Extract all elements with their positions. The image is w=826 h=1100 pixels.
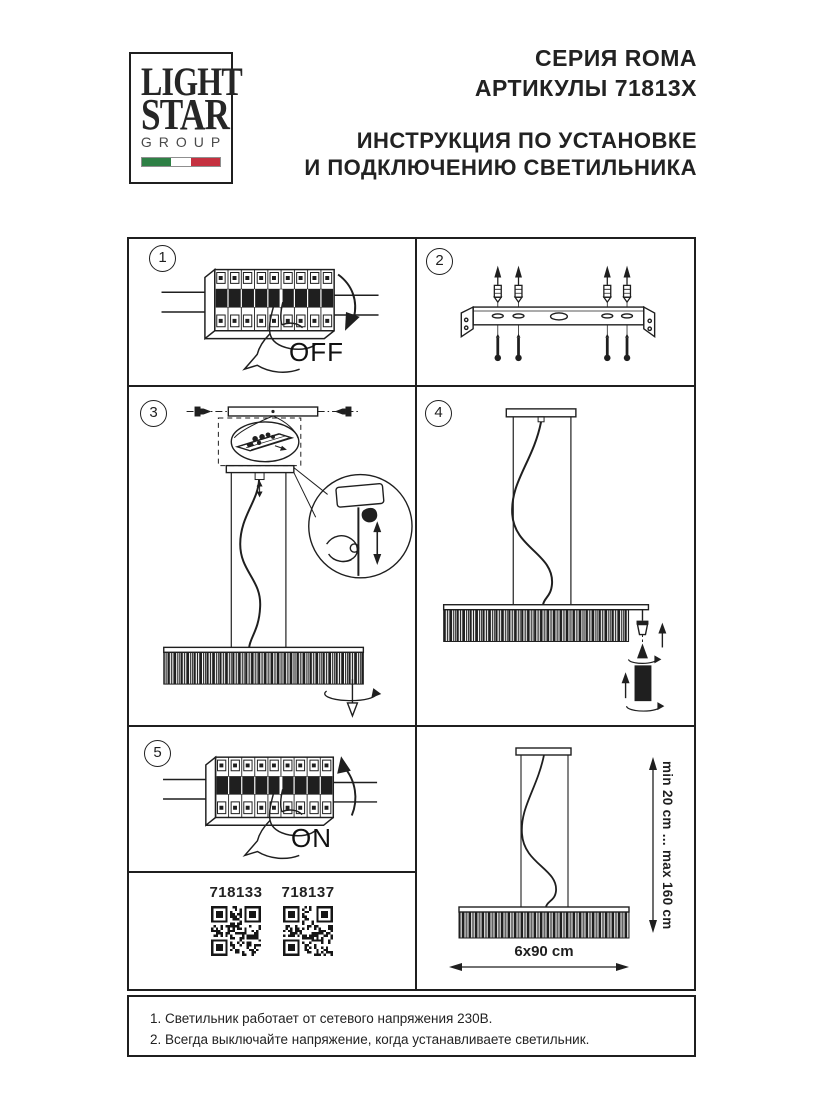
side-screw-icon (334, 406, 352, 417)
height-range-label: min 20 cm ... max 160 cm (660, 760, 675, 930)
instruction-title-block: ИНСТРУКЦИЯ ПО УСТАНОВКЕ И ПОДКЛЮЧЕНИЮ СВ… (250, 127, 697, 181)
step-5-and-qr-cell: 5 ON 718133 718137 (129, 727, 417, 989)
canopy-mounting-illustration (163, 406, 413, 718)
qr-item: 718137 (282, 884, 335, 956)
terminal-block-icon (234, 432, 295, 452)
header-title-block: СЕРИЯ ROMA АРТИКУЛЫ 71813X (250, 43, 697, 103)
qr-code (283, 906, 334, 956)
circuit-breaker-off-illustration (160, 268, 380, 373)
step-number-badge: 4 (425, 400, 452, 427)
articles-title: АРТИКУЛЫ 71813X (474, 75, 697, 101)
rotate-and-lower-icon (324, 679, 382, 718)
off-label: OFF (289, 337, 344, 367)
side-screw-icon (194, 406, 212, 417)
article-number-label: 718137 (281, 884, 335, 901)
step-5-panel: 5 ON (129, 727, 415, 873)
on-label: ON (291, 823, 332, 853)
pendant-dimensions-illustration (449, 747, 657, 971)
curved-arrow-down-icon (337, 273, 360, 331)
footer-notes-box: 1. Светильник работает от сетевого напря… (127, 995, 696, 1057)
mounting-bracket-illustration (460, 264, 656, 363)
bulb-install-icon (621, 609, 667, 712)
flag-green-segment (142, 158, 171, 166)
qr-item: 718133 (209, 884, 262, 956)
curved-arrow-up-icon (337, 756, 357, 816)
width-dimension-arrow (449, 963, 629, 971)
note-line: 1. Светильник работает от сетевого напря… (150, 1011, 493, 1026)
note-line: 2. Всегда выключайте напряжение, когда у… (150, 1032, 590, 1047)
logo-text-group: GROUP (140, 134, 228, 150)
diagram-grid: 1 OFF 2 (127, 237, 696, 991)
step-number-badge: 2 (426, 248, 453, 275)
article-number-label: 718133 (209, 884, 263, 901)
dimensions-panel: min 20 cm ... max 160 cm 6x90 cm (417, 727, 694, 989)
instruction-title-line2: И ПОДКЛЮЧЕНИЮ СВЕТИЛЬНИКА (304, 155, 697, 180)
step-number-badge: 5 (144, 740, 171, 767)
cable-lock-detail-icon (326, 483, 385, 576)
step-number-badge: 3 (140, 400, 167, 427)
step-1-panel: 1 OFF (129, 239, 417, 387)
qr-codes-panel: 718133 718137 (129, 873, 415, 989)
circuit-breaker-on-illustration (162, 756, 378, 860)
step-number-badge: 1 (149, 245, 176, 272)
width-label: 6x90 cm (514, 943, 574, 960)
circuit-breaker-icon (162, 756, 378, 860)
qr-code (210, 906, 261, 956)
flag-white-segment (170, 158, 192, 166)
logo-text-star: STAR (141, 90, 230, 139)
lightstar-logo: LIGHT STAR GROUP (129, 52, 243, 184)
step-4-panel: 4 (417, 387, 694, 727)
flag-red-segment (191, 158, 220, 166)
pendant-assembly-illustration (442, 408, 667, 712)
step-2-panel: 2 (417, 239, 694, 387)
height-dimension-arrow (649, 757, 657, 933)
series-title: СЕРИЯ ROMA (534, 45, 697, 71)
step-3-panel: 3 (129, 387, 417, 727)
italian-flag-stripe (141, 157, 221, 167)
instruction-title-line1: ИНСТРУКЦИЯ ПО УСТАНОВКЕ (356, 128, 697, 153)
